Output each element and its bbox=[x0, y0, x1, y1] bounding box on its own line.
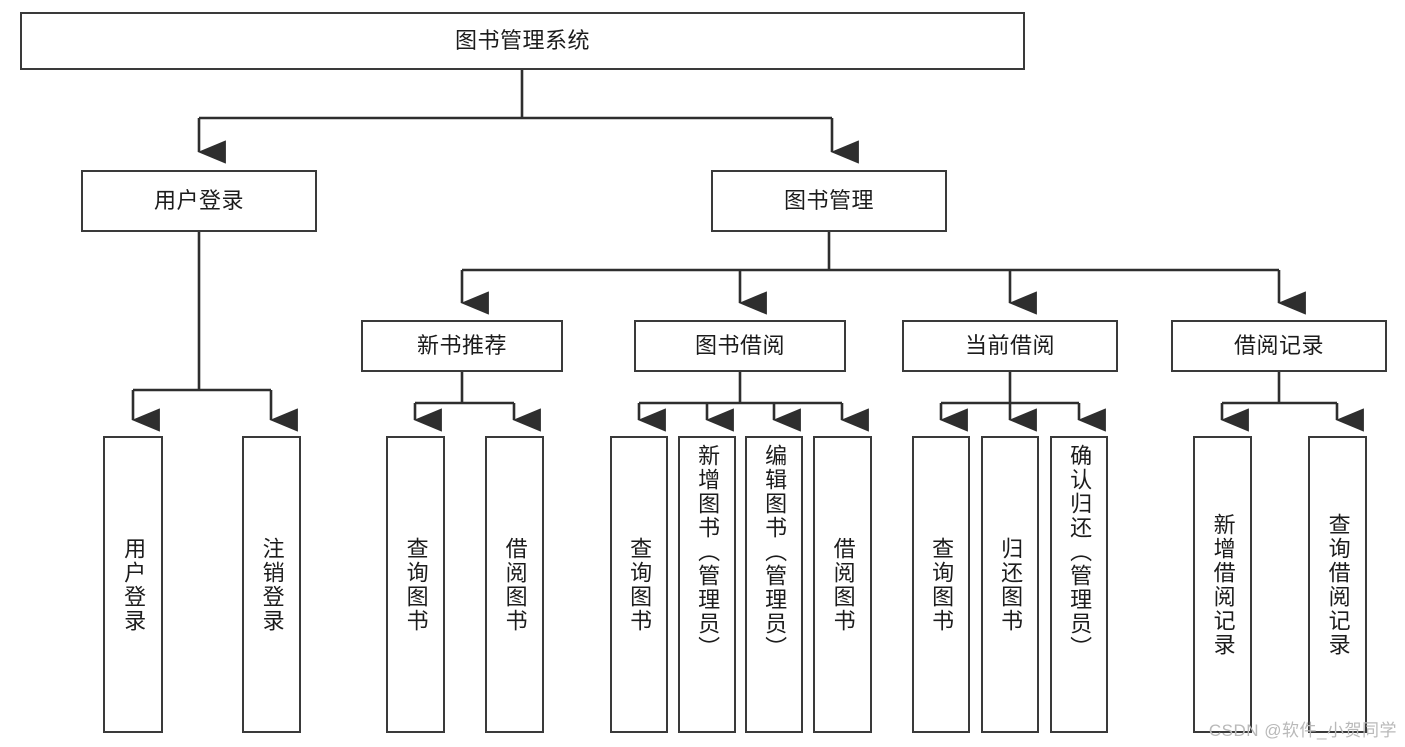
node-new-book-recommend-label: 新书推荐 bbox=[416, 333, 507, 359]
leaf-new-book-query[interactable]: 查询图书 bbox=[386, 436, 445, 733]
leaf-user-login-login[interactable]: 用户登录 bbox=[103, 436, 163, 733]
leaf-borrow-record-add-label: 新增借阅记录 bbox=[1210, 512, 1236, 657]
leaf-borrow-record-query-label: 查询借阅记录 bbox=[1325, 512, 1351, 657]
leaf-new-book-borrow[interactable]: 借阅图书 bbox=[485, 436, 544, 733]
node-user-login[interactable]: 用户登录 bbox=[81, 170, 317, 232]
node-current-borrow-label: 当前借阅 bbox=[964, 333, 1055, 359]
node-book-borrow-label: 图书借阅 bbox=[694, 333, 785, 359]
leaf-current-borrow-query-label: 查询图书 bbox=[929, 536, 955, 633]
leaf-book-borrow-edit-label: 编辑图书（管理员） bbox=[762, 444, 788, 660]
leaf-current-borrow-confirm[interactable]: 确认归还（管理员） bbox=[1050, 436, 1108, 733]
leaf-borrow-record-add[interactable]: 新增借阅记录 bbox=[1193, 436, 1252, 733]
node-book-management[interactable]: 图书管理 bbox=[711, 170, 947, 232]
leaf-current-borrow-return-label: 归还图书 bbox=[998, 536, 1024, 633]
node-book-borrow[interactable]: 图书借阅 bbox=[634, 320, 846, 372]
leaf-user-login-logout-label: 注销登录 bbox=[259, 536, 285, 633]
leaf-book-borrow-edit[interactable]: 编辑图书（管理员） bbox=[745, 436, 803, 733]
node-borrow-record-label: 借阅记录 bbox=[1233, 333, 1324, 359]
leaf-current-borrow-query[interactable]: 查询图书 bbox=[912, 436, 970, 733]
leaf-book-borrow-query[interactable]: 查询图书 bbox=[610, 436, 668, 733]
leaf-user-login-login-label: 用户登录 bbox=[121, 536, 147, 633]
node-user-login-label: 用户登录 bbox=[153, 188, 244, 214]
node-borrow-record[interactable]: 借阅记录 bbox=[1171, 320, 1387, 372]
leaf-book-borrow-add[interactable]: 新增图书（管理员） bbox=[678, 436, 736, 733]
leaf-current-borrow-return[interactable]: 归还图书 bbox=[981, 436, 1039, 733]
leaf-user-login-logout[interactable]: 注销登录 bbox=[242, 436, 301, 733]
node-book-management-label: 图书管理 bbox=[783, 188, 874, 214]
csdn-watermark: CSDN @软件_小贺同学 bbox=[1208, 721, 1397, 740]
leaf-book-borrow-add-label: 新增图书（管理员） bbox=[695, 444, 721, 660]
leaf-book-borrow-borrow[interactable]: 借阅图书 bbox=[813, 436, 872, 733]
leaf-book-borrow-query-label: 查询图书 bbox=[627, 536, 653, 633]
node-new-book-recommend[interactable]: 新书推荐 bbox=[361, 320, 563, 372]
leaf-current-borrow-confirm-label: 确认归还（管理员） bbox=[1067, 444, 1093, 660]
node-root[interactable]: 图书管理系统 bbox=[20, 12, 1025, 70]
leaf-borrow-record-query[interactable]: 查询借阅记录 bbox=[1308, 436, 1367, 733]
leaf-book-borrow-borrow-label: 借阅图书 bbox=[830, 536, 856, 633]
leaf-new-book-borrow-label: 借阅图书 bbox=[502, 536, 528, 633]
node-current-borrow[interactable]: 当前借阅 bbox=[902, 320, 1118, 372]
leaf-new-book-query-label: 查询图书 bbox=[403, 536, 429, 633]
node-root-label: 图书管理系统 bbox=[454, 28, 590, 54]
